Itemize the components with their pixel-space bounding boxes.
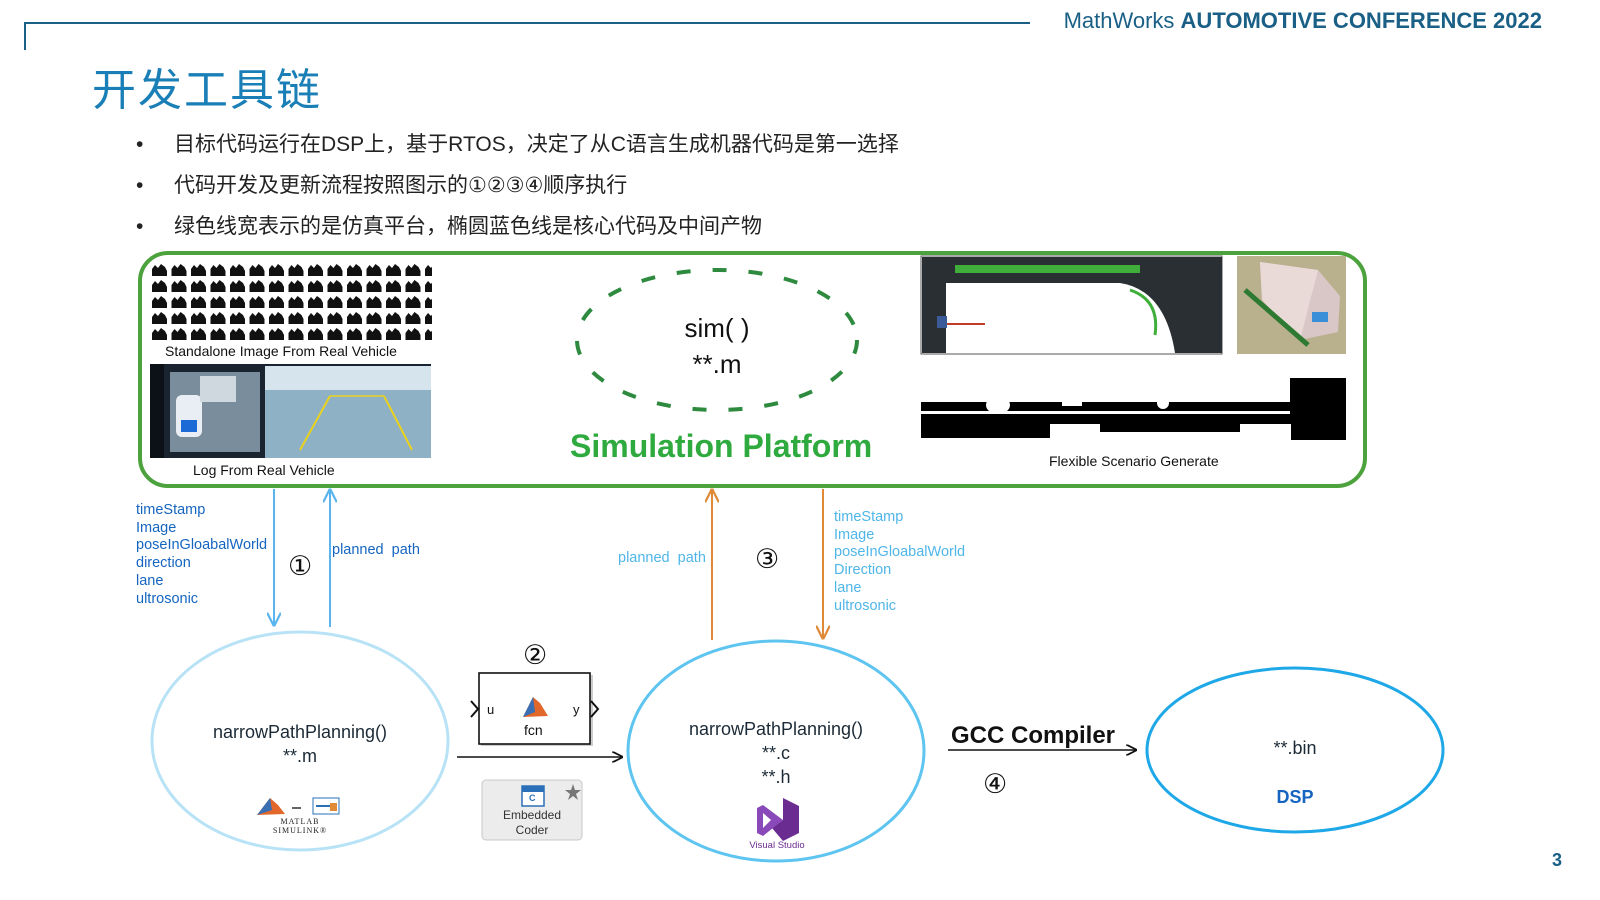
- signal-item: ultrosonic: [136, 590, 199, 607]
- simulink-wordmark: SIMULINK®: [272, 826, 328, 835]
- scenario-map: [920, 255, 1223, 355]
- fcn-output-label: y: [573, 702, 580, 717]
- signal-item: Image: [834, 526, 875, 543]
- page-number: 3: [1551, 850, 1562, 870]
- matlab-node-ellipse: [150, 630, 450, 852]
- embedded-coder-label: Embedded Coder: [482, 808, 582, 838]
- bullet-dot: •: [136, 133, 144, 156]
- embedded-coder-icon: [481, 779, 583, 841]
- fcn-block: [470, 672, 600, 746]
- bullet-dot: •: [136, 215, 144, 238]
- c-node-source-file: **.c: [761, 743, 790, 763]
- c-node-function: narrowPathPlanning(): [688, 719, 864, 739]
- sim-label: sim( ) **.m: [647, 310, 787, 382]
- scenario-profile: [921, 378, 1346, 440]
- signal-item: lane: [834, 579, 862, 596]
- header-rule: [24, 22, 1030, 24]
- simulation-platform-box: [138, 251, 1367, 488]
- bullet-item: • 代码开发及更新流程按照图示的①②③④顺序执行: [136, 169, 627, 199]
- scenario-caption: Flexible Scenario Generate: [1049, 453, 1219, 469]
- planned-path-right-label: planned path: [618, 550, 706, 566]
- header-left-tick: [24, 22, 26, 50]
- bullet-text: 绿色线宽表示的是仿真平台，椭圆蓝色线是核心代码及中间产物: [174, 215, 762, 238]
- page-title: 开发工具链: [92, 66, 322, 115]
- sim-ellipse: [575, 268, 859, 412]
- matlab-simulink-logo: [257, 797, 340, 815]
- simulation-platform-label: Simulation Platform: [570, 428, 873, 464]
- signal-item: Image: [136, 519, 177, 536]
- gcc-compiler-label: GCC Compiler: [951, 722, 1116, 749]
- log-caption: Log From Real Vehicle: [193, 462, 335, 478]
- signal-item: poseInGloabalWorld: [136, 537, 268, 554]
- fcn-name-label: fcn: [524, 722, 543, 738]
- standalone-image-grid: [150, 262, 432, 342]
- signal-item: timeStamp: [136, 502, 206, 518]
- sim-function-text: sim( ): [684, 313, 750, 343]
- signal-item: direction: [136, 555, 191, 572]
- standalone-image-caption: Standalone Image From Real Vehicle: [165, 343, 397, 359]
- embedded-coder-c-glyph: C: [529, 793, 536, 803]
- signals-left-list: timeStamp Image poseInGloabalWorld direc…: [136, 502, 267, 608]
- step-4-marker: ④: [983, 769, 1008, 799]
- sim-file-text: **.m: [692, 349, 742, 379]
- visual-studio-logo: [757, 798, 799, 841]
- dsp-label: DSP: [1276, 787, 1314, 807]
- dsp-node-ellipse: [1145, 666, 1445, 834]
- step-1-marker: ①: [288, 551, 313, 581]
- bullet-text: 代码开发及更新流程按照图示的①②③④顺序执行: [174, 174, 628, 197]
- signal-item: Direction: [834, 562, 892, 579]
- bullet-text: 目标代码运行在DSP上，基于RTOS，决定了从C语言生成机器代码是第一选择: [174, 133, 899, 156]
- step-2-marker: ②: [523, 640, 548, 670]
- matlab-node-label: narrowPathPlanning() **.m: [180, 720, 420, 768]
- planned-path-left-label: planned path: [332, 542, 420, 558]
- conference-name: AUTOMOTIVE CONFERENCE 2022: [1180, 8, 1542, 33]
- matlab-simulink-wordmark: MATLAB SIMULINK®: [250, 817, 350, 835]
- matlab-node-function: narrowPathPlanning(): [212, 722, 388, 742]
- signal-item: poseInGloabalWorld: [834, 544, 966, 561]
- bullet-item: • 绿色线宽表示的是仿真平台，椭圆蓝色线是核心代码及中间产物: [136, 210, 762, 240]
- log-image: [150, 364, 431, 458]
- c-node-header-file: **.h: [761, 767, 791, 787]
- matlab-node-file: **.m: [282, 746, 317, 766]
- signal-item: lane: [136, 572, 164, 589]
- fcn-input-label: u: [487, 702, 495, 717]
- bullet-dot: •: [136, 174, 144, 197]
- c-node-ellipse: [626, 639, 926, 863]
- embedded-coder-line1: Embedded: [502, 808, 562, 822]
- dsp-binary-file: **.bin: [1273, 738, 1317, 758]
- bullet-item: • 目标代码运行在DSP上，基于RTOS，决定了从C语言生成机器代码是第一选择: [136, 128, 899, 158]
- 3d-building-scene: [1237, 256, 1346, 354]
- step-3-marker: ③: [755, 544, 780, 574]
- conference-title: MathWorks AUTOMOTIVE CONFERENCE 2022: [1064, 8, 1542, 34]
- signal-item: timeStamp: [834, 509, 904, 525]
- matlab-wordmark: MATLAB: [280, 817, 320, 826]
- visual-studio-wordmark: Visual Studio: [749, 840, 805, 851]
- c-node-label: narrowPathPlanning() **.c **.h: [656, 717, 896, 789]
- signals-right-list: timeStamp Image poseInGloabalWorld Direc…: [834, 509, 965, 615]
- brand-name: MathWorks: [1063, 8, 1175, 33]
- signal-item: ultrosonic: [834, 597, 897, 614]
- embedded-coder-line2: Coder: [515, 823, 549, 837]
